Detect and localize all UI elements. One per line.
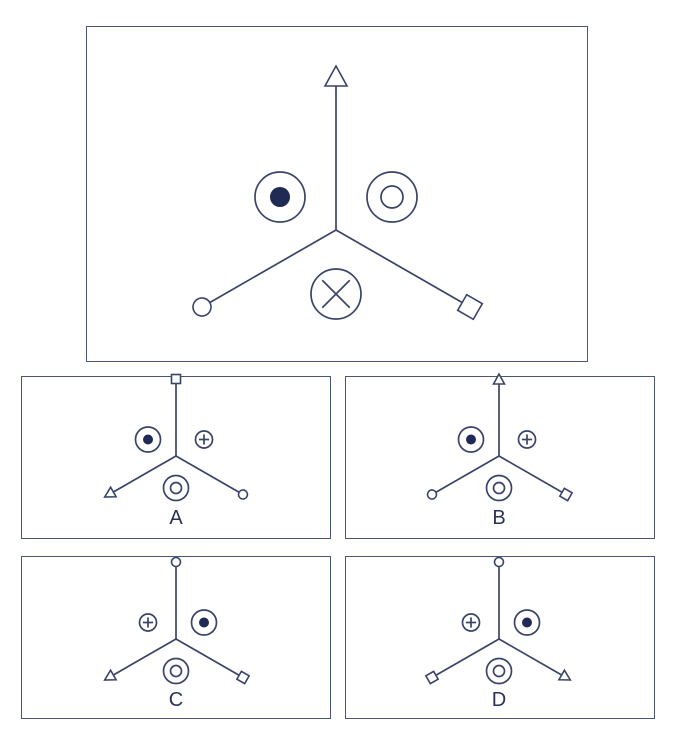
triangle-icon: [103, 668, 118, 681]
plus-circle-icon: [461, 613, 481, 632]
plus-circle-icon: [194, 430, 214, 449]
option-b-figure: [426, 372, 574, 502]
option-b-panel[interactable]: B: [345, 372, 655, 539]
option-d-label: D: [491, 689, 507, 711]
spoke-figure: [426, 372, 574, 502]
double-circle-icon: [366, 171, 418, 223]
question-figure: [192, 64, 484, 321]
option-a-panel[interactable]: A: [21, 373, 331, 539]
triangle-icon: [323, 64, 349, 87]
option-a-figure: [103, 373, 249, 502]
plus-circle-icon: [138, 613, 158, 632]
dot-circle-icon: [190, 609, 218, 636]
square-icon: [558, 487, 574, 502]
double-circle-icon: [162, 657, 190, 685]
option-b-label: B: [492, 507, 506, 529]
option-d-panel[interactable]: D: [345, 556, 655, 719]
spoke-line: [208, 229, 337, 304]
circle-icon: [493, 556, 505, 568]
circle-icon: [426, 489, 438, 500]
square-icon: [235, 670, 251, 685]
dot-circle-icon: [254, 171, 306, 223]
spoke-figure: [103, 556, 251, 685]
dot-circle-icon: [134, 426, 162, 453]
spoke-line: [175, 638, 240, 677]
plus-circle-icon: [517, 430, 537, 449]
option-d-figure: [424, 556, 572, 685]
spoke-line: [335, 229, 464, 304]
spoke-line: [175, 455, 240, 494]
double-circle-icon: [485, 657, 513, 685]
spoke-figure: [424, 556, 572, 685]
option-c-figure: [103, 556, 251, 685]
option-c-panel[interactable]: C: [21, 556, 331, 719]
double-circle-icon: [485, 474, 513, 502]
triangle-icon: [492, 372, 506, 385]
square-icon: [456, 293, 484, 321]
circle-icon: [192, 297, 212, 317]
question-panel: [86, 26, 588, 362]
triangle-icon: [103, 485, 118, 498]
dot-circle-icon: [457, 426, 485, 453]
triangle-icon: [557, 668, 572, 681]
dot-circle-icon: [513, 609, 541, 636]
spoke-line: [435, 455, 500, 494]
spoke-line: [498, 455, 563, 494]
circle-icon: [237, 489, 249, 500]
square-icon: [170, 373, 182, 385]
option-a-label: A: [169, 507, 183, 529]
spoke-figure: [103, 373, 249, 502]
spoke-line: [112, 638, 177, 677]
spoke-figure: [192, 64, 484, 321]
cross-circle-icon: [310, 268, 362, 320]
square-icon: [424, 670, 440, 685]
double-circle-icon: [162, 474, 190, 502]
spoke-line: [435, 638, 500, 677]
circle-icon: [170, 556, 182, 568]
spoke-line: [112, 455, 177, 494]
option-c-label: C: [168, 689, 184, 711]
spoke-line: [498, 638, 563, 677]
